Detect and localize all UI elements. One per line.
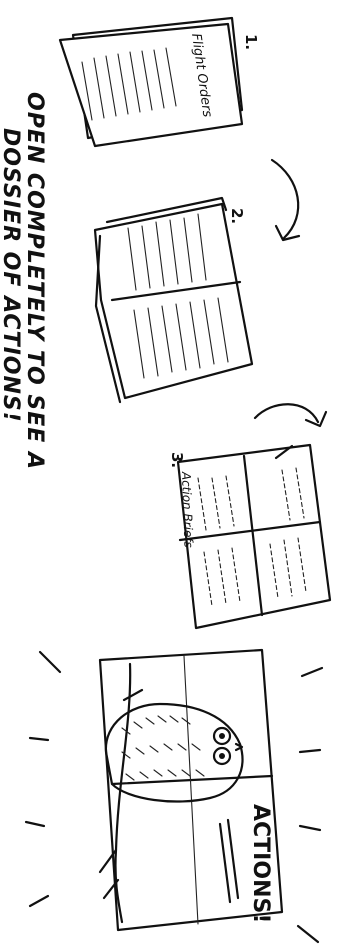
motion-lines-icon xyxy=(26,652,322,942)
caption-line-1: OPEN COMPLETELY TO SEE A xyxy=(22,92,47,470)
step-3-fold-horizontal xyxy=(180,522,320,540)
step-2-outer-pages xyxy=(95,204,252,398)
caption: OPEN COMPLETELY TO SEE A DOSSIER OF ACTI… xyxy=(0,92,47,470)
curved-arrow-icon xyxy=(255,404,326,426)
step-3-unfolded-document: Action Briefs 3. xyxy=(168,445,330,628)
step-3-number: 3. xyxy=(168,452,186,468)
step-2-fold-line xyxy=(112,282,240,300)
step-3-document-label: Action Briefs xyxy=(179,471,196,548)
step-3-text-lines xyxy=(198,468,306,606)
caption-line-2: DOSSIER OF ACTIONS! xyxy=(0,128,23,423)
step-1-folded-document: Flight Orders 1. xyxy=(60,18,260,146)
step-2-open-document: 2. xyxy=(95,198,252,402)
step-2-number: 2. xyxy=(228,208,246,224)
final-dossier-label: ACTIONS! xyxy=(248,804,273,923)
final-dossier: ACTIONS! xyxy=(26,650,322,942)
curved-arrow-icon xyxy=(272,160,299,240)
tree-branch-icon xyxy=(100,664,142,922)
step-1-number: 1. xyxy=(242,34,260,50)
owl-icon xyxy=(106,704,243,802)
final-dossier-fold xyxy=(112,776,272,784)
step-3-fold-vertical xyxy=(244,456,262,615)
